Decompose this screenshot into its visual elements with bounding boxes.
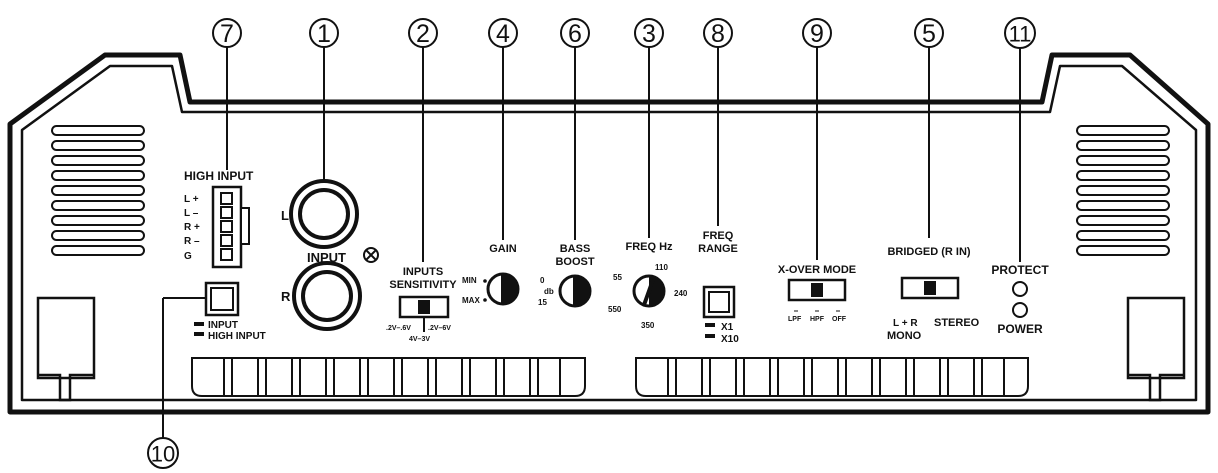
bass-boost-0-label: 0 [540, 276, 545, 285]
ground-screw-icon [363, 247, 379, 263]
gain-knob[interactable]: GAIN MIN MAX [462, 243, 520, 306]
rca-left-label: L [281, 208, 289, 223]
svg-text:8: 8 [711, 20, 725, 48]
rca-right-label: R [281, 289, 291, 304]
protect-label: PROTECT [991, 263, 1049, 277]
rca-input-left[interactable]: L [281, 179, 359, 249]
high-input-connector[interactable]: HIGH INPUT L + L – R + R – G [184, 169, 254, 269]
right-heatsink-fins [635, 357, 1029, 397]
freq-55-label: 55 [613, 273, 622, 282]
sensitivity-opt-a: .2V–.6V [386, 325, 411, 332]
left-vent [51, 125, 145, 256]
bass-boost-knob[interactable]: BASS BOOST 0 db 15 [538, 243, 595, 308]
callout-5: 5 [914, 18, 944, 238]
callout-1: 1 [309, 18, 339, 180]
bridged-mono-label: MONO [887, 330, 922, 342]
right-mount-bracket [1126, 296, 1186, 402]
callout-10: 10 [147, 297, 205, 469]
pin-label-g: G [184, 251, 192, 262]
svg-text:11: 11 [1009, 22, 1032, 47]
callout-6: 6 [560, 18, 590, 240]
gain-max-label: MAX [462, 296, 480, 305]
freq-350-label: 350 [641, 321, 655, 330]
pin-label-l-minus: L – [184, 208, 199, 219]
callout-7: 7 [212, 18, 242, 170]
freq-240-label: 240 [674, 289, 688, 298]
freq-110-label: 110 [655, 263, 668, 272]
frequency-knob[interactable]: FREQ Hz 110 55 240 550 350 [608, 241, 688, 330]
svg-text:6: 6 [568, 20, 582, 48]
bass-boost-title-2: BOOST [555, 256, 594, 268]
svg-text:5: 5 [922, 20, 936, 48]
svg-text:10: 10 [151, 442, 175, 467]
xover-mode-switch[interactable]: X-OVER MODE LPF HPF OFF [778, 264, 856, 323]
pin-label-r-plus: R + [184, 222, 200, 233]
left-mount-bracket [36, 296, 96, 402]
bass-boost-15-label: 15 [538, 298, 547, 307]
right-vent [1076, 125, 1170, 256]
freq-range-x10-label: X10 [721, 334, 739, 345]
bass-boost-title-1: BASS [560, 243, 591, 255]
high-input-title: HIGH INPUT [184, 169, 254, 183]
svg-text:1: 1 [317, 20, 331, 48]
input-select-high-input-label: HIGH INPUT [208, 331, 266, 342]
svg-text:2: 2 [416, 20, 430, 48]
bridged-title: BRIDGED (R IN) [887, 246, 970, 258]
xover-title: X-OVER MODE [778, 264, 856, 276]
protect-led: PROTECT [991, 263, 1049, 297]
left-heatsink-fins [191, 357, 586, 397]
gain-title: GAIN [489, 243, 517, 255]
xover-lpf-label: LPF [788, 316, 802, 323]
freq-range-title-2: RANGE [698, 243, 738, 255]
bridged-stereo-label: STEREO [934, 317, 980, 329]
sensitivity-title-1: INPUTS [403, 266, 443, 278]
freq-550-label: 550 [608, 305, 622, 314]
pin-label-l-plus: L + [184, 194, 199, 205]
svg-text:3: 3 [642, 20, 656, 48]
xover-hpf-label: HPF [810, 316, 825, 323]
bridged-lr-label: L + R [893, 318, 918, 329]
callout-3: 3 [634, 18, 664, 238]
power-led: POWER [997, 302, 1043, 336]
svg-text:7: 7 [220, 20, 234, 48]
callout-9: 9 [802, 18, 832, 260]
freq-range-button[interactable]: FREQ RANGE X1 X10 [698, 230, 739, 345]
freq-title: FREQ Hz [625, 241, 673, 253]
xover-off-label: OFF [832, 316, 847, 323]
sensitivity-switch[interactable]: INPUTS SENSITIVITY .2V–.6V .2V–6V 4V–3V [386, 266, 457, 343]
sensitivity-opt-b: .2V–6V [428, 325, 451, 332]
callout-2: 2 [408, 18, 438, 262]
callout-11: 11 [1004, 17, 1036, 262]
svg-text:4: 4 [496, 20, 510, 48]
pin-label-r-minus: R – [184, 236, 200, 247]
gain-min-label: MIN [462, 276, 477, 285]
sensitivity-title-2: SENSITIVITY [389, 279, 457, 291]
freq-range-title-1: FREQ [703, 230, 734, 242]
rca-input-right[interactable]: R [281, 261, 362, 331]
panel-outline [7, 52, 1211, 415]
input-select-input-label: INPUT [208, 320, 238, 331]
bass-boost-db-label: db [544, 287, 554, 296]
input-select-button[interactable]: INPUT HIGH INPUT [194, 281, 266, 342]
freq-range-x1-label: X1 [721, 322, 734, 333]
callout-8: 8 [703, 18, 733, 226]
svg-text:9: 9 [810, 20, 824, 48]
rca-input-title: INPUT [307, 250, 346, 265]
power-label: POWER [997, 322, 1043, 336]
bridged-mode-switch[interactable]: BRIDGED (R IN) L + R MONO STEREO [887, 246, 980, 342]
callout-4: 4 [488, 18, 518, 240]
sensitivity-opt-c: 4V–3V [409, 336, 430, 343]
